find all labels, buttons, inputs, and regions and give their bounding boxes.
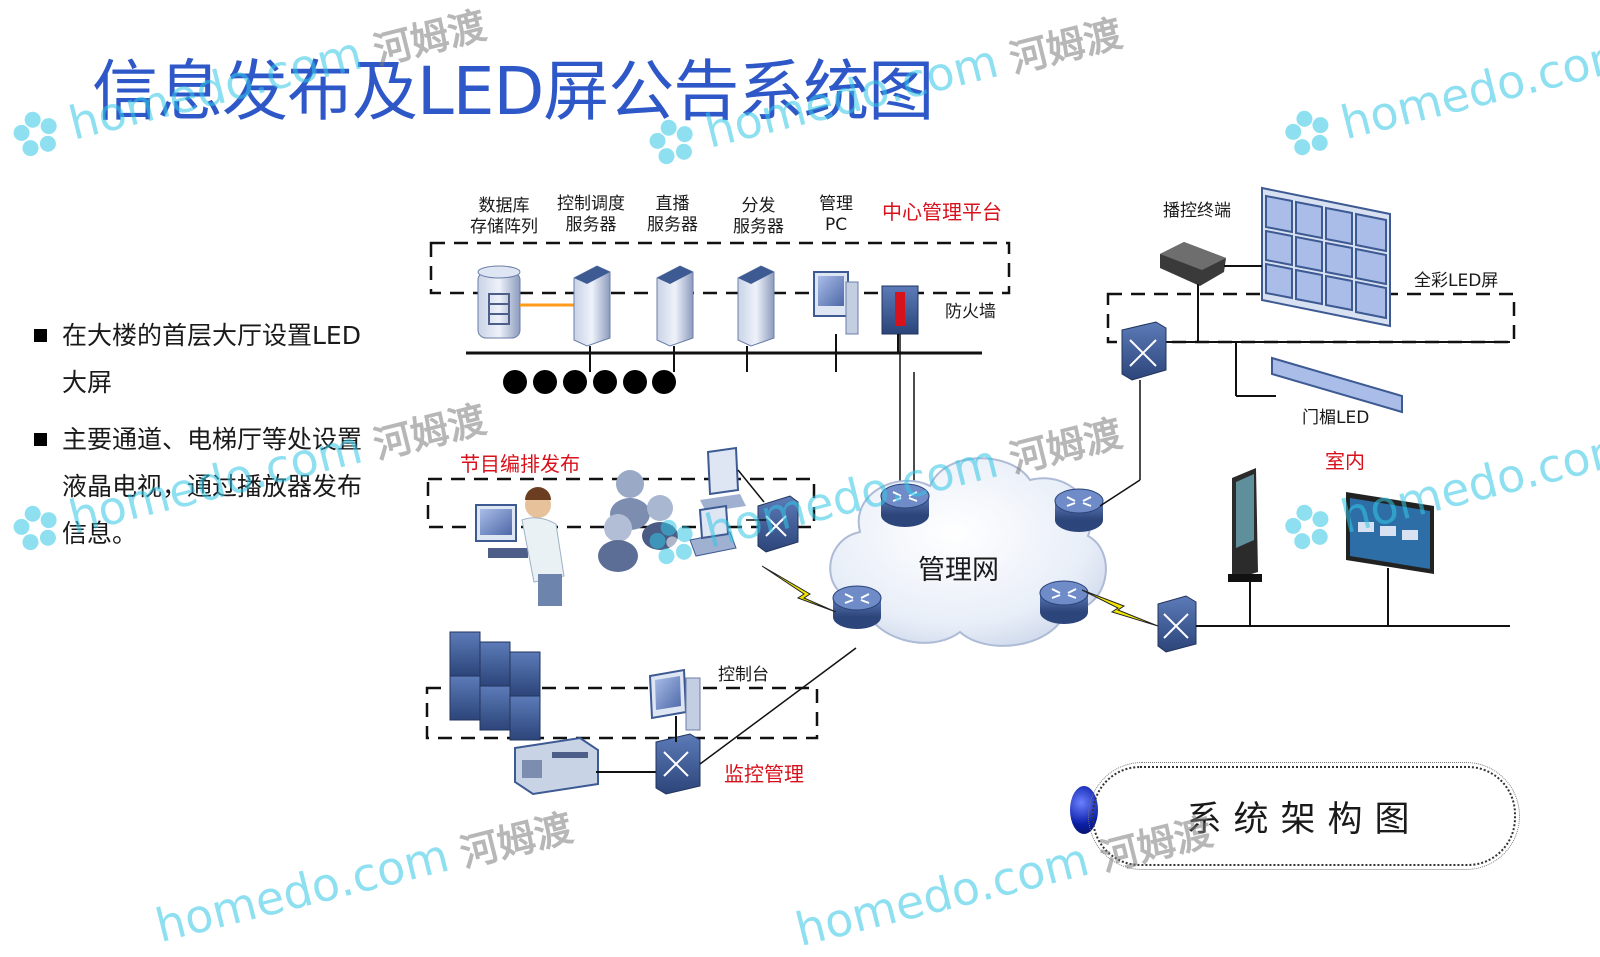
center-platform-box <box>429 241 1011 295</box>
laptop-icon <box>689 446 746 557</box>
page-title: 信息发布及LED屏公告系统图 <box>92 53 934 130</box>
firewall-icon <box>881 285 919 335</box>
label-full-color-led: 全彩LED屏 <box>1414 271 1499 291</box>
label-program-publish: 节目编排发布 <box>460 452 580 476</box>
management-pc-icon <box>813 271 859 372</box>
indoor-switch-icon <box>1157 595 1197 653</box>
control-server-icon <box>573 265 611 372</box>
console-pc-icon <box>648 668 701 731</box>
bullet-item: 在大楼的首层大厅设置LED大屏 <box>34 312 384 406</box>
live-server-icon <box>656 265 694 372</box>
lcd-tv-icon <box>1346 492 1434 574</box>
video-wall-icon <box>449 631 541 741</box>
label-player-terminal: 播控终端 <box>1163 201 1231 221</box>
watermark-flower-icon <box>13 111 57 156</box>
bullet-square-icon <box>34 329 47 342</box>
watermark: homedo.com 河姆渡 <box>6 0 491 165</box>
operator-workstation-icon <box>475 487 565 606</box>
distribution-server-icon <box>737 265 775 372</box>
label-control-server: 控制调度服务器 <box>557 194 625 235</box>
wireless-link-icon <box>1081 589 1159 627</box>
router-icon <box>832 585 882 629</box>
bullet-square-icon <box>34 433 47 446</box>
network-diagram <box>425 186 1516 796</box>
label-firewall: 防火墙 <box>945 302 996 322</box>
console-box <box>425 686 819 740</box>
architecture-badge: 系统架构图 <box>1088 762 1520 870</box>
bullet-text: 在大楼的首层大厅设置LED大屏 <box>62 321 361 397</box>
connection-dots <box>503 370 676 394</box>
bullet-item: 主要通道、电梯厅等处设置液晶电视，通过播放器发布信息。 <box>34 416 384 557</box>
watermark-flower-icon <box>13 505 57 550</box>
router-icon <box>880 483 930 527</box>
wireless-link-icon <box>761 565 837 613</box>
watermark: homedo.com <box>1278 25 1600 164</box>
label-console: 控制台 <box>718 665 769 685</box>
door-led-icon <box>1271 356 1403 414</box>
label-management-network: 管理网 <box>918 555 999 586</box>
led-switch-icon <box>1121 321 1167 381</box>
full-color-led-wall-icon <box>1261 186 1391 328</box>
label-distribution-server: 分发服务器 <box>733 196 784 237</box>
recorder-icon <box>514 736 599 796</box>
kiosk-display-icon <box>1228 468 1262 582</box>
watermark-flower-icon <box>1285 504 1329 550</box>
label-indoor: 室内 <box>1325 449 1365 473</box>
bullet-text: 主要通道、电梯厅等处设置液晶电视，通过播放器发布信息。 <box>62 425 363 548</box>
watermark-flower-icon <box>649 119 693 164</box>
watermark: homedo.com 河姆渡 <box>642 402 1127 573</box>
router-icon <box>1039 580 1089 624</box>
watermark: homedo.com <box>1278 419 1600 558</box>
watermark: homedo.com 河姆渡 <box>642 2 1127 173</box>
console-switch-icon <box>655 733 701 795</box>
label-door-led: 门楣LED <box>1302 408 1370 428</box>
watermark-flower-icon <box>649 519 693 564</box>
label-live-server: 直播服务器 <box>647 194 698 235</box>
watermark-flower-icon <box>1285 110 1329 156</box>
watermark: homedo.com 河姆渡 <box>6 388 491 559</box>
label-monitor-management: 监控管理 <box>724 762 804 786</box>
switch-icon <box>757 495 799 553</box>
router-icon <box>1054 488 1104 532</box>
player-terminal-icon <box>1160 242 1226 286</box>
bullet-list: 在大楼的首层大厅设置LED大屏 主要通道、电梯厅等处设置液晶电视，通过播放器发布… <box>34 312 384 567</box>
label-center-platform: 中心管理平台 <box>882 200 1002 224</box>
label-db-array: 数据库存储阵列 <box>470 196 538 237</box>
database-array-icon <box>477 265 521 339</box>
